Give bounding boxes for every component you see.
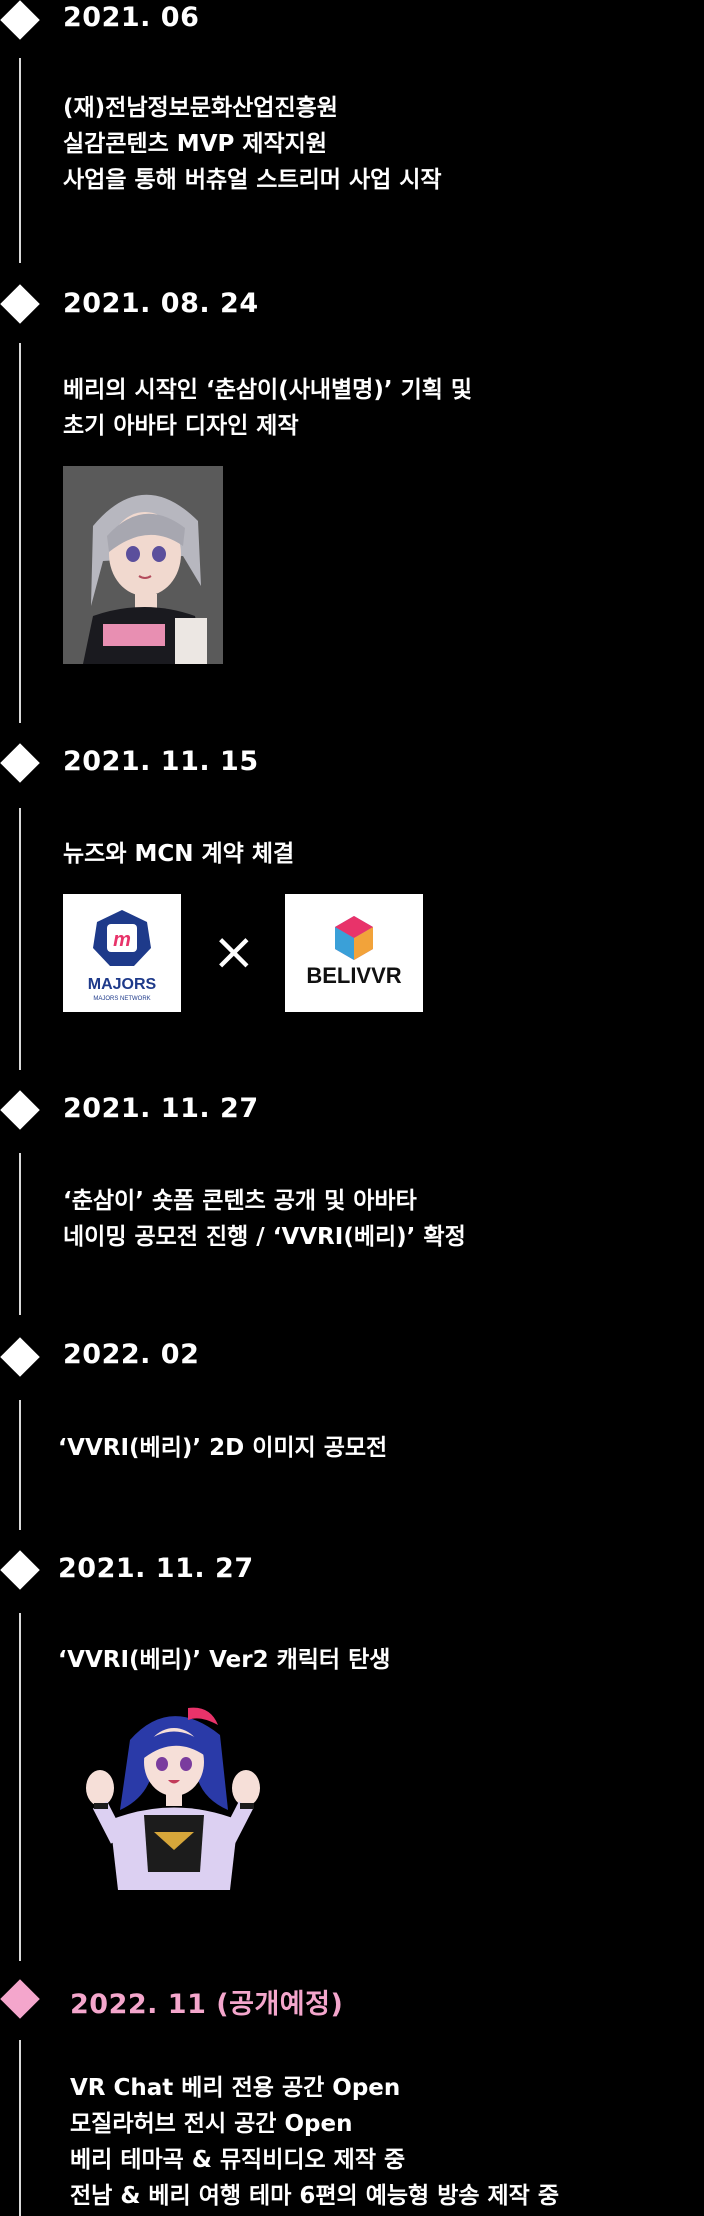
event-line: 전남 & 베리 여행 테마 6편의 예능형 방송 제작 중 [70,2183,560,2209]
timeline-line [19,808,21,1070]
timeline-marker [0,284,40,324]
event-date: 2021. 11. 15 [63,746,259,777]
event-description: 베리의 시작인 ‘춘삼이(사내별명)’ 기획 및 초기 아바타 디자인 제작 [63,372,472,444]
event-description: ‘VVRI(베리)’ Ver2 캐릭터 탄생 [58,1642,390,1678]
majors-logo-subtext: MAJORS NETWORK [93,996,150,1002]
timeline-line [19,343,21,723]
event-description: (재)전남정보문화산업진흥원 실감콘텐츠 MVP 제작지원 사업을 통해 버츄얼… [63,90,442,198]
timeline-marker [0,743,40,783]
event-description: 뉴즈와 MCN 계약 체결 [63,836,294,872]
early-avatar-image [63,466,223,664]
event-line: 사업을 통해 버츄얼 스트리머 사업 시작 [63,167,442,193]
timeline-line [19,1400,21,1530]
event-line: (재)전남정보문화산업진흥원 [63,95,338,121]
svg-text:m: m [113,929,131,951]
belivvr-logo-text: BELIVVR [306,963,401,988]
timeline-line [19,1153,21,1315]
majors-logo: m MAJORS MAJORS NETWORK [63,894,181,1012]
event-description: ‘춘삼이’ 숏폼 콘텐츠 공개 및 아바타 네이밍 공모전 진행 / ‘VVRI… [63,1183,466,1255]
event-line: 베리의 시작인 ‘춘삼이(사내별명)’ 기획 및 [63,377,473,403]
event-line: ‘춘삼이’ 숏폼 콘텐츠 공개 및 아바타 [63,1188,417,1214]
timeline-line [19,2040,21,2216]
timeline-marker [0,0,40,40]
times-icon: × [212,922,256,982]
timeline-line [19,58,21,263]
event-line: VR Chat 베리 전용 공간 Open [70,2075,401,2101]
event-date: 2021. 11. 27 [63,1093,259,1124]
event-date: 2022. 02 [63,1339,200,1370]
event-line: 네이밍 공모전 진행 / ‘VVRI(베리)’ 확정 [63,1224,466,1250]
event-date: 2021. 08. 24 [63,288,259,319]
event-date: 2021. 11. 27 [58,1553,254,1584]
event-description: ‘VVRI(베리)’ 2D 이미지 공모전 [58,1430,387,1466]
event-line: 베리 테마곡 & 뮤직비디오 제작 중 [70,2147,406,2173]
event-description: VR Chat 베리 전용 공간 Open 모질라허브 전시 공간 Open 베… [70,2070,559,2214]
event-line: 뉴즈와 MCN 계약 체결 [63,841,295,867]
event-line: ‘VVRI(베리)’ 2D 이미지 공모전 [58,1435,388,1461]
event-date: 2021. 06 [63,2,200,33]
event-date: 2022. 11 (공개예정) [70,1989,344,2020]
timeline-marker [0,1090,40,1130]
event-line: 초기 아바타 디자인 제작 [63,413,299,439]
event-line: 모질라허브 전시 공간 Open [70,2111,353,2137]
timeline-marker [0,1550,40,1590]
event-line: 실감콘텐츠 MVP 제작지원 [63,131,327,157]
belivvr-logo: BELIVVR [285,894,423,1012]
timeline-marker [0,1337,40,1377]
majors-logo-text: MAJORS [88,976,157,993]
vvri-character-image [70,1700,275,1900]
event-line: ‘VVRI(베리)’ Ver2 캐릭터 탄생 [58,1647,391,1673]
timeline-marker-upcoming [0,1979,40,2019]
timeline-line [19,1613,21,1961]
